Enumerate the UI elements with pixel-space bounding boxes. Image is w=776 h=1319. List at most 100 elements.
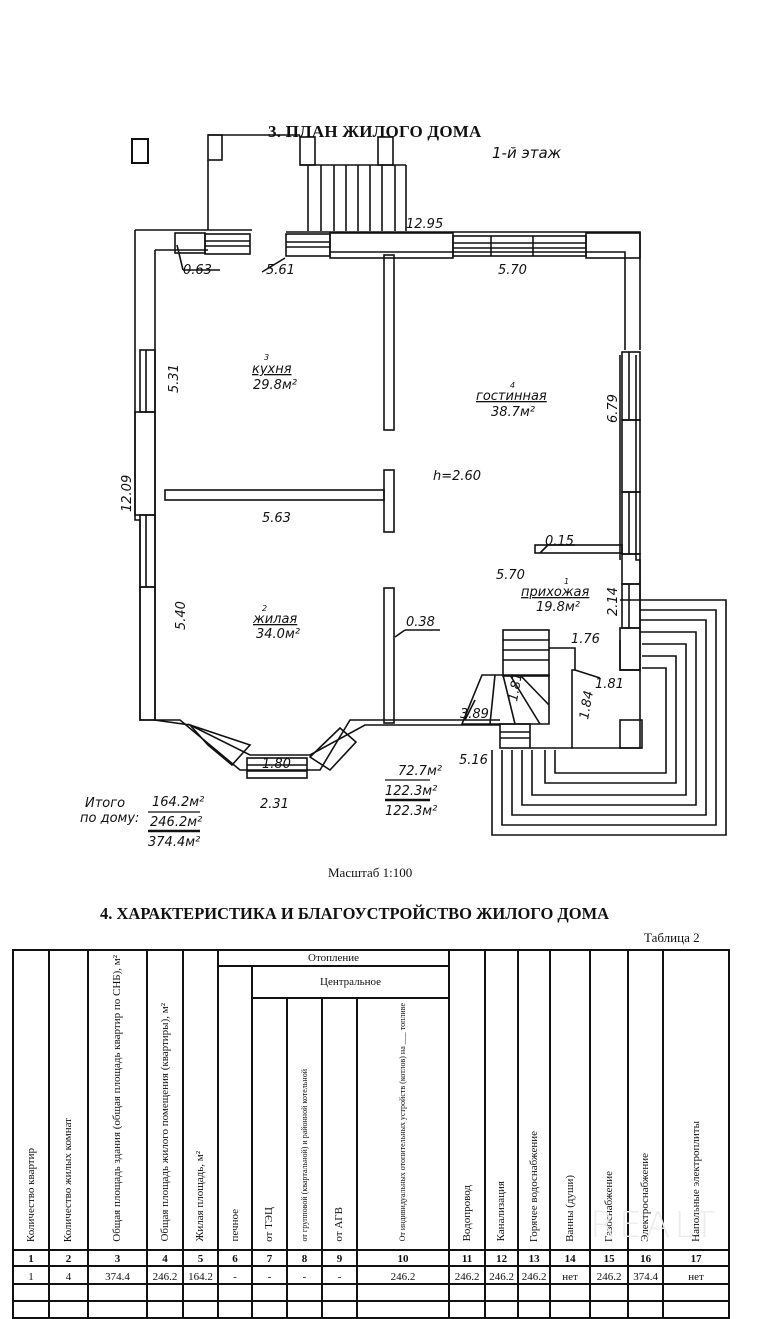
room-area: 34.0м² [256, 627, 300, 642]
partition-kitchen-room [164, 489, 385, 501]
dim-kitchen-width: 5.61 [266, 263, 295, 278]
svg-text:4: 4 [510, 381, 515, 390]
dim-kitchen-length: 5.31 [167, 364, 182, 393]
exterior-wall-inner [154, 249, 626, 756]
table-cell [484, 1282, 520, 1302]
table-cell [517, 1299, 552, 1319]
table-cell [549, 1282, 592, 1302]
room-name: кухня [252, 362, 292, 377]
bay-window [187, 723, 358, 779]
table-cell [589, 1299, 630, 1319]
room-living: 4 гостинная 38.7м² [476, 381, 547, 420]
header-row-2: печное Центральное [13, 964, 729, 1251]
dim-bay-outer: 2.31 [260, 797, 289, 812]
room-kitchen: 3 кухня 29.8м² [252, 353, 297, 393]
column-number: 1 [12, 1248, 50, 1267]
section-title: 4. ХАРАКТЕРИСТИКА И БЛАГОУСТРОЙСТВО ЖИЛО… [100, 904, 610, 923]
table-cell: 164.2 [182, 1264, 219, 1285]
table-cell [251, 1299, 288, 1319]
table-cell: - [321, 1264, 358, 1285]
table-cell [12, 1299, 50, 1319]
table-cell [87, 1299, 148, 1319]
col-header: Общая площадь жилого помещения (квартиры… [146, 949, 184, 1251]
partition-hall [534, 544, 623, 554]
partition-kitchen-living [383, 254, 395, 431]
col-header: от групповой (квартальной) и районной ко… [286, 997, 323, 1251]
room-name: жилая [252, 612, 297, 627]
table-cell: - [286, 1264, 323, 1285]
table-cell [627, 1282, 665, 1302]
table-cell [549, 1299, 592, 1319]
col-header: Водопровод [448, 949, 487, 1251]
table-cell [662, 1299, 731, 1319]
table-label: Таблица 2 [644, 930, 700, 945]
svg-text:246.2м²: 246.2м² [150, 815, 202, 830]
table-cell: - [251, 1264, 288, 1285]
table-cell [217, 1282, 253, 1302]
header-row-1: Количество квартир Количество жилых комн… [12, 949, 731, 1251]
ceiling-height: h=2.60 [433, 469, 481, 484]
room-hallway: 1 прихожая 19.8м² [521, 577, 590, 615]
dim-left-total: 12.09 [120, 475, 135, 512]
svg-text:374.4м²: 374.4м² [148, 835, 200, 850]
front-steps [300, 164, 407, 231]
dim-partition-thickness: 0.15 [545, 534, 574, 549]
empty-row [12, 1282, 731, 1302]
dim-stair-d: 1.84 [577, 690, 597, 721]
column-number: 9 [321, 1248, 358, 1267]
column-number: 17 [662, 1248, 731, 1267]
column-number: 5 [182, 1248, 219, 1267]
table-cell [217, 1299, 253, 1319]
column-number: 10 [355, 1248, 451, 1267]
col-header: Канализация [484, 949, 520, 1251]
svg-text:122.3м²: 122.3м² [385, 804, 437, 819]
col-header: Газоснабжение [589, 949, 630, 1251]
column-number: 8 [286, 1248, 323, 1267]
partition-room-hall [383, 587, 395, 724]
floor-label: 1-й этаж [492, 144, 562, 162]
col-header: Количество жилых комнат [48, 949, 89, 1251]
dim-bay-inner: 1.80 [262, 757, 291, 772]
table-cell [355, 1282, 451, 1302]
floor-totals: 72.7м² 122.3м² 122.3м² [385, 764, 442, 819]
dim-wall-thickness: 0.63 [183, 263, 212, 278]
table-cell [321, 1299, 358, 1319]
dim-stair-a: 1.76 [571, 632, 600, 647]
characteristics-table: Количество квартир Количество жилых комн… [12, 949, 731, 1319]
table-cell [286, 1282, 323, 1302]
window-left [134, 349, 156, 721]
table-cell [321, 1282, 358, 1302]
dim-bottom-right: 5.16 [459, 753, 488, 768]
group-central: Центральное [250, 964, 451, 1000]
staircase [460, 629, 643, 749]
table-cell: 4 [48, 1264, 89, 1285]
table-cell: нет [662, 1264, 731, 1285]
col-header: Электроснабжение [627, 949, 665, 1251]
window-top [204, 233, 587, 257]
porch-post-mid [299, 136, 316, 166]
table-cell: 1 [12, 1264, 50, 1285]
plan-title: 3. ПЛАН ЖИЛОГО ДОМА [268, 122, 482, 141]
column-number: 3 [87, 1248, 148, 1267]
table-cell: нет [549, 1264, 592, 1285]
col-header: Жилая площадь, м² [182, 949, 219, 1251]
svg-text:2: 2 [262, 604, 267, 613]
house-totals: Итого по дому: 164.2м² 246.2м² 374.4м² [80, 795, 204, 850]
table-cell: 246.2 [355, 1264, 451, 1285]
room-name: прихожая [521, 585, 590, 600]
column-number: 6 [217, 1248, 253, 1267]
table-cell [517, 1282, 552, 1302]
exterior-wall-outer [134, 229, 641, 771]
scale-label: Масштаб 1:100 [328, 865, 413, 880]
table-cell [146, 1299, 184, 1319]
table-cell: 374.4 [87, 1264, 148, 1285]
svg-text:72.7м²: 72.7м² [398, 764, 442, 779]
room-area: 29.8м² [253, 378, 297, 393]
svg-text:по дому:: по дому: [80, 811, 139, 826]
table-cell [286, 1299, 323, 1319]
porch-post-left [207, 134, 223, 161]
group-heating: Отопление [216, 949, 451, 967]
dim-living-length: 6.79 [606, 394, 621, 423]
svg-text:164.2м²: 164.2м² [152, 795, 204, 810]
